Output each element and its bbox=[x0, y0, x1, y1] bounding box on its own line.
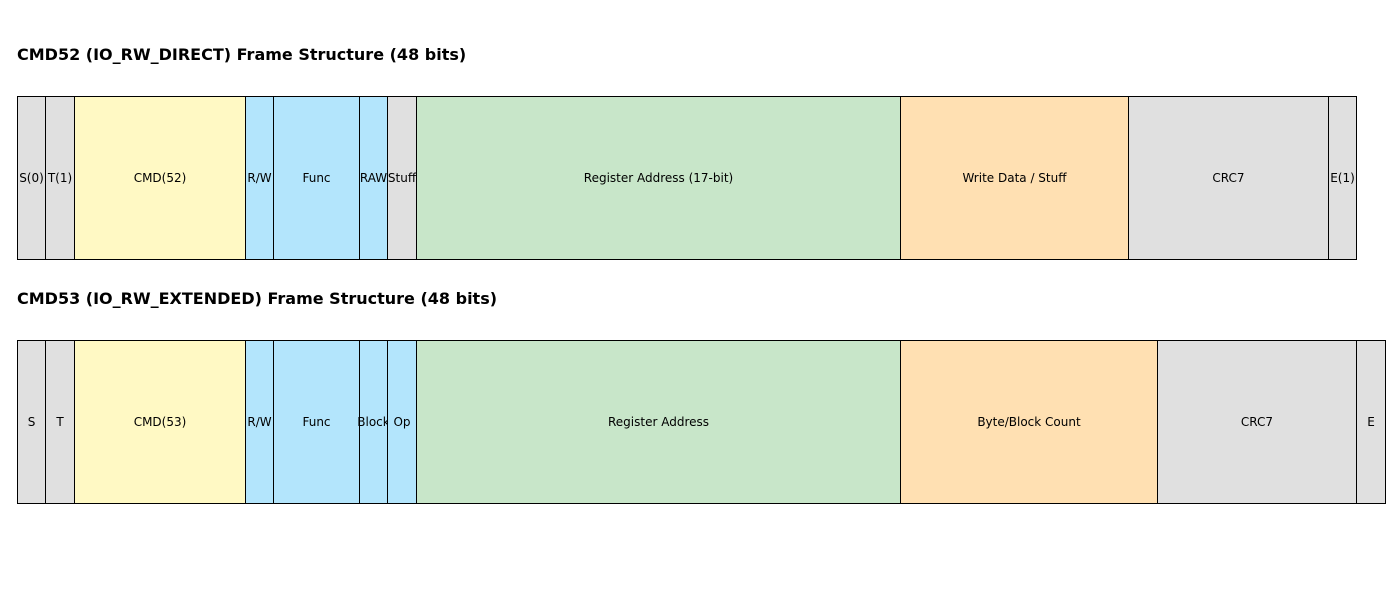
cmd52-field-command-index: CMD(52) bbox=[74, 96, 246, 260]
cmd52-field-register-address: Register Address (17-bit) bbox=[416, 96, 901, 260]
cmd52-field-raw-flag: RAW bbox=[359, 96, 388, 260]
field-label: Stuff bbox=[387, 171, 417, 185]
field-label: Register Address bbox=[607, 415, 709, 429]
field-label: Op bbox=[393, 415, 411, 429]
field-label: CRC7 bbox=[1240, 415, 1274, 429]
cmd53-frame: S T CMD(53) R/W Func Block Op Register A… bbox=[0, 340, 1400, 504]
field-label: S(0) bbox=[19, 171, 44, 185]
field-label: T(1) bbox=[47, 171, 73, 185]
field-label: CMD(52) bbox=[133, 171, 187, 185]
field-label: Func bbox=[302, 415, 331, 429]
cmd52-field-start-bit: S(0) bbox=[17, 96, 46, 260]
cmd53-field-start-bit: S bbox=[17, 340, 46, 504]
cmd52-field-crc7: CRC7 bbox=[1128, 96, 1329, 260]
field-label: Block bbox=[357, 415, 390, 429]
cmd53-field-block-mode: Block bbox=[357, 340, 390, 504]
cmd53-field-byte-block-count: Byte/Block Count bbox=[900, 340, 1158, 504]
field-label: RAW bbox=[359, 171, 388, 185]
field-label: Byte/Block Count bbox=[977, 415, 1081, 429]
cmd53-title: CMD53 (IO_RW_EXTENDED) Frame Structure (… bbox=[17, 289, 498, 308]
cmd53-field-transmission-bit: T bbox=[45, 340, 75, 504]
field-label: Write Data / Stuff bbox=[962, 171, 1067, 185]
cmd53-field-function-number: Func bbox=[273, 340, 360, 504]
field-label: Func bbox=[302, 171, 331, 185]
cmd53-field-register-address: Register Address bbox=[416, 340, 901, 504]
cmd52-frame: S(0) T(1) CMD(52) R/W Func RAW Stuff Reg… bbox=[0, 96, 1400, 260]
cmd52-field-rw-flag: R/W bbox=[245, 96, 274, 260]
field-label: S bbox=[27, 415, 36, 429]
field-label: T bbox=[56, 415, 64, 429]
cmd52-field-function-number: Func bbox=[273, 96, 360, 260]
field-label: E bbox=[1367, 415, 1375, 429]
field-label: Register Address (17-bit) bbox=[583, 171, 734, 185]
cmd53-field-rw-flag: R/W bbox=[245, 340, 274, 504]
cmd52-field-transmission-bit: T(1) bbox=[45, 96, 75, 260]
cmd53-field-end-bit: E bbox=[1356, 340, 1386, 504]
cmd53-field-op-code: Op bbox=[387, 340, 417, 504]
cmd52-field-end-bit: E(1) bbox=[1328, 96, 1357, 260]
field-label: CRC7 bbox=[1212, 171, 1245, 185]
field-label: R/W bbox=[247, 415, 272, 429]
cmd52-title: CMD52 (IO_RW_DIRECT) Frame Structure (48… bbox=[17, 45, 467, 64]
field-label: R/W bbox=[247, 171, 272, 185]
cmd52-field-stuff: Stuff bbox=[387, 96, 417, 260]
cmd53-field-command-index: CMD(53) bbox=[74, 340, 246, 504]
field-label: CMD(53) bbox=[133, 415, 187, 429]
cmd53-field-crc7: CRC7 bbox=[1157, 340, 1357, 504]
field-label: E(1) bbox=[1330, 171, 1355, 185]
cmd52-field-write-data: Write Data / Stuff bbox=[900, 96, 1129, 260]
